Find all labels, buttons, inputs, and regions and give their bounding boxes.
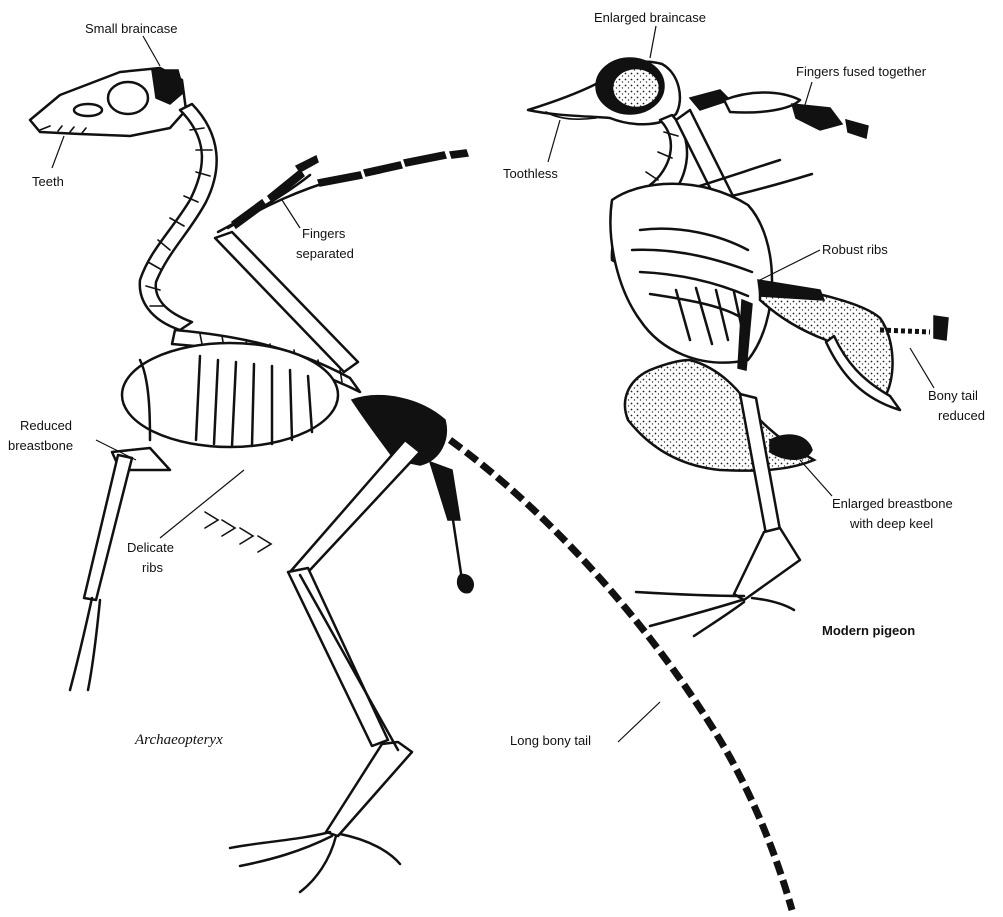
bony-tail-reduced-label-line2: reduced	[938, 408, 985, 423]
reduced-breastbone-label-line1: Reduced	[20, 418, 72, 433]
delicate-ribs-label-line1: Delicate	[127, 540, 174, 555]
pigeon-pelvis	[760, 282, 893, 398]
archaeopteryx-ribcage	[122, 343, 338, 447]
modern-pigeon-name-label: Modern pigeon	[822, 623, 915, 638]
enlarged-breastbone-label-line1: Enlarged breastbone	[832, 496, 953, 511]
archaeopteryx-wing	[215, 150, 468, 372]
archaeopteryx-neck	[140, 104, 217, 330]
archaeopteryx-name-label: Archaeopteryx	[134, 732, 223, 748]
pigeon-skull	[528, 58, 680, 124]
delicate-ribs-label-line2: ribs	[142, 560, 163, 575]
robust-ribs-label: Robust ribs	[822, 242, 888, 257]
archaeopteryx-skull	[30, 68, 186, 136]
archaeopteryx-leg	[230, 440, 420, 892]
bony-tail-reduced-label-line1: Bony tail	[928, 388, 978, 403]
reduced-breastbone-label-line2: breastbone	[8, 438, 73, 453]
enlarged-breastbone-label-line2: with deep keel	[849, 516, 933, 531]
small-braincase-label: Small braincase	[85, 21, 178, 36]
fingers-separated-label-line1: Fingers	[302, 226, 346, 241]
toothless-label: Toothless	[503, 166, 558, 181]
enlarged-braincase-label: Enlarged braincase	[594, 10, 706, 25]
arrow-marks	[205, 512, 271, 552]
fingers-separated-label-line2: separated	[296, 246, 354, 261]
pigeon-skeleton	[528, 58, 948, 636]
archaeopteryx-tail	[450, 440, 792, 910]
long-bony-tail-label: Long bony tail	[510, 733, 591, 748]
teeth-label: Teeth	[32, 174, 64, 189]
fingers-fused-label: Fingers fused together	[796, 64, 927, 79]
pigeon-ribcage	[610, 184, 772, 370]
